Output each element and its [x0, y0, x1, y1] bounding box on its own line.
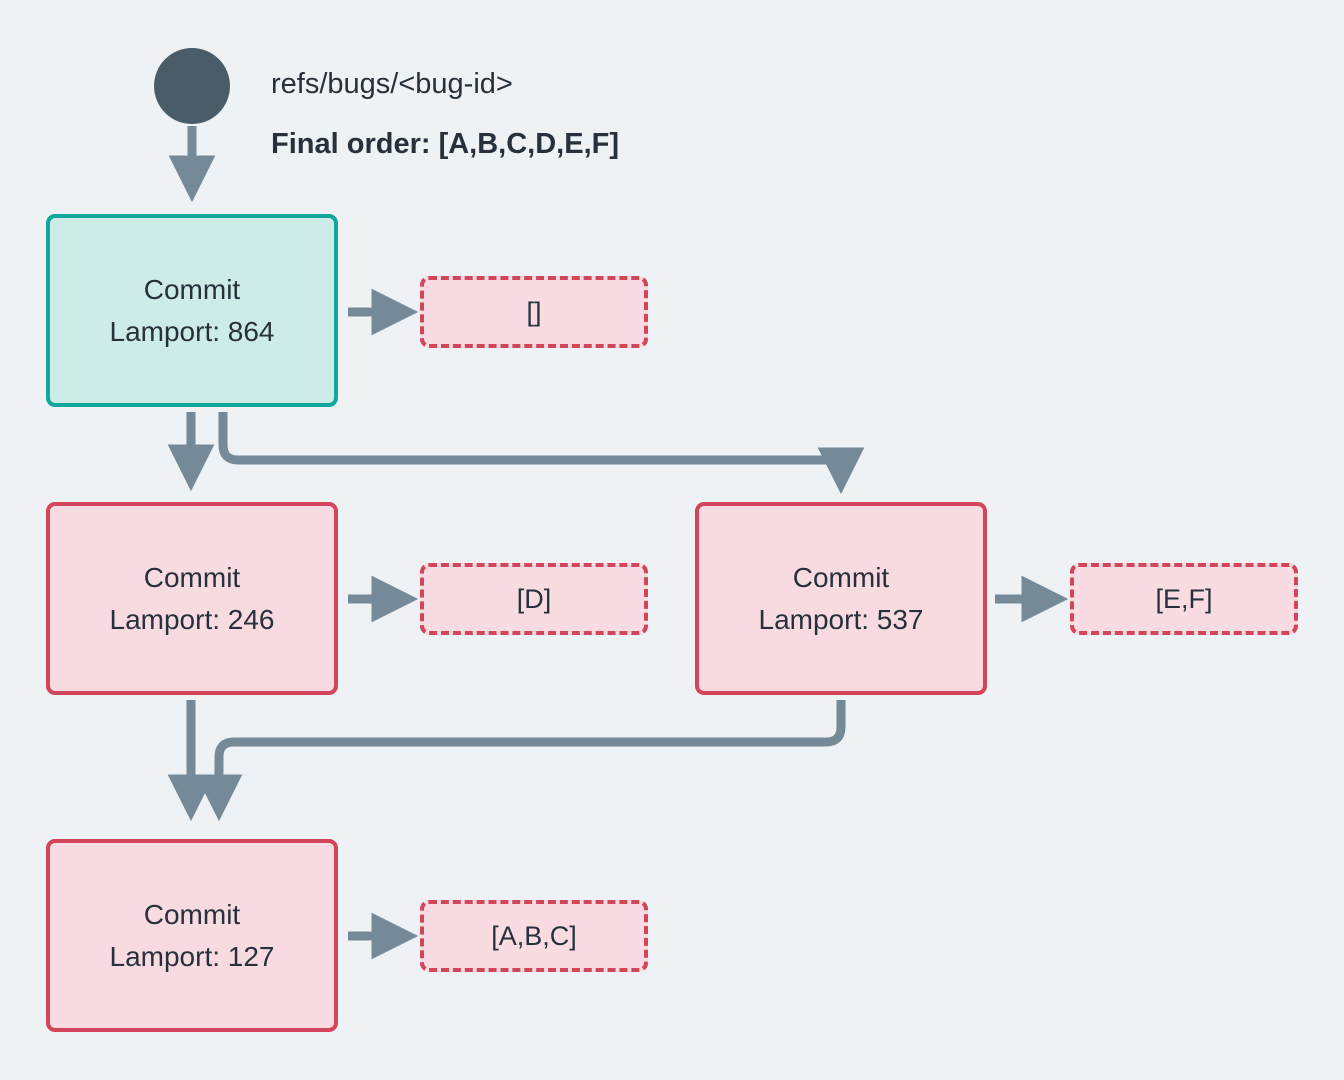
- commit-lamport: Lamport: 864: [109, 315, 275, 347]
- list-badge-text: [D]: [516, 584, 552, 614]
- start-node[interactable]: [154, 48, 230, 124]
- edge-864-to-537: [218, 412, 865, 495]
- commit-lamport: Lamport: 537: [758, 603, 924, 635]
- list-badge-text: [E,F]: [1155, 584, 1213, 614]
- ref-path-label: refs/bugs/<bug-id>: [271, 68, 513, 100]
- commit-title: Commit: [143, 273, 241, 305]
- list-badge-246[interactable]: [D]: [420, 563, 648, 635]
- list-badge-864[interactable]: []: [420, 276, 648, 348]
- list-badge-537[interactable]: [E,F]: [1070, 563, 1298, 635]
- list-badge-text: []: [526, 297, 542, 327]
- header-text-group: refs/bugs/<bug-id> Final order: [A,B,C,D…: [271, 62, 911, 166]
- edge-537-to-127: [195, 700, 846, 822]
- commit-node-864[interactable]: Commit Lamport: 864: [46, 214, 338, 407]
- list-badge-text: [A,B,C]: [491, 921, 577, 951]
- commit-node-537[interactable]: Commit Lamport: 537: [695, 502, 987, 695]
- commit-lamport: Lamport: 246: [109, 603, 275, 635]
- list-badge-127[interactable]: [A,B,C]: [420, 900, 648, 972]
- commit-title: Commit: [792, 561, 890, 593]
- commit-node-246[interactable]: Commit Lamport: 246: [46, 502, 338, 695]
- commit-title: Commit: [143, 898, 241, 930]
- final-order-label: Final order: [A,B,C,D,E,F]: [271, 128, 619, 160]
- commit-title: Commit: [143, 561, 241, 593]
- commit-lamport: Lamport: 127: [109, 940, 275, 972]
- commit-node-127[interactable]: Commit Lamport: 127: [46, 839, 338, 1032]
